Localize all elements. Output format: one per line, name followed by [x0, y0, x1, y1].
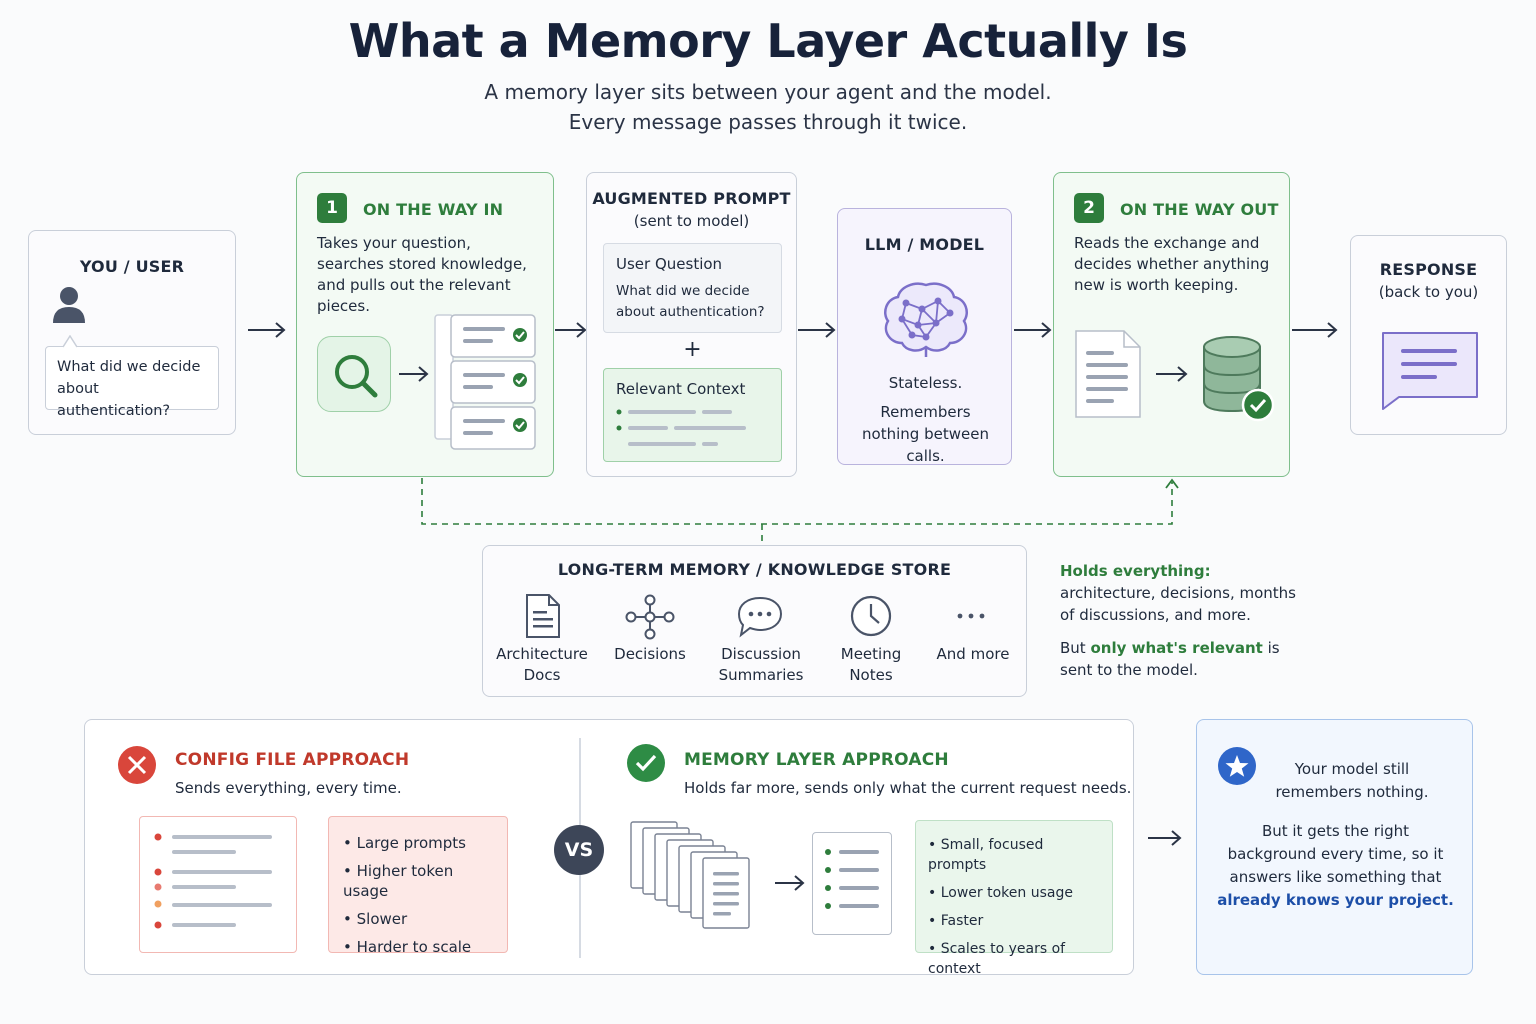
memory-bullet: Scales to years of context	[928, 939, 1100, 979]
store-note-text: architecture, decisions, months of discu…	[1060, 584, 1296, 624]
arrow-right-icon	[775, 875, 805, 891]
user-heading: YOU / USER	[79, 257, 185, 276]
store-note-relevance: But only what's relevant is sent to the …	[1060, 637, 1300, 681]
clock-icon	[850, 595, 892, 637]
config-file-preview	[139, 816, 297, 953]
store-heading: LONG-TERM MEMORY / KNOWLEDGE STORE	[557, 560, 952, 579]
star-icon	[1218, 747, 1256, 785]
relevant-context-box: Relevant Context	[603, 368, 782, 462]
subtitle-line-2: Every message passes through it twice.	[568, 110, 968, 134]
brain-icon	[884, 282, 968, 357]
search-box	[317, 336, 391, 412]
bubble-tail	[62, 335, 78, 348]
vs-badge: VS	[554, 825, 604, 875]
plus-sign: +	[683, 337, 702, 362]
stacked-documents-icon	[630, 821, 750, 929]
page-title: What a Memory Layer Actually Is	[348, 14, 1188, 68]
store-note-but: But	[1060, 639, 1086, 657]
augmented-question-box: User Question What did we decide about a…	[603, 243, 782, 333]
store-item-decisions: Decisions	[614, 645, 686, 663]
arrow-right-icon	[1292, 322, 1338, 338]
config-bullet: Harder to scale	[343, 937, 493, 957]
response-heading: RESPONSE	[1379, 260, 1478, 279]
config-bullet: Higher token usage	[343, 861, 493, 901]
augmented-heading: AUGMENTED PROMPT	[592, 189, 791, 208]
knowledge-store-card: LONG-TERM MEMORY / KNOWLEDGE STORE Archi…	[482, 545, 1027, 697]
store-item-discussion: Discussion Summaries	[718, 645, 804, 684]
store-item-more: And more	[936, 645, 1010, 663]
augmented-question-text: What did we decide about authentication?	[616, 283, 765, 320]
arrow-right-icon	[248, 322, 286, 338]
ellipsis-icon	[957, 613, 985, 619]
augmented-question-label: User Question	[616, 255, 723, 273]
way-in-heading: ON THE WAY IN	[363, 200, 504, 219]
network-icon	[625, 594, 675, 640]
arrow-right-icon	[1148, 830, 1182, 846]
final-line-2: But it gets the right background every t…	[1217, 820, 1454, 912]
relevant-context-label: Relevant Context	[616, 380, 746, 398]
success-check-icon	[627, 744, 665, 782]
config-drawbacks: Large prompts Higher token usage Slower …	[328, 816, 508, 956]
llm-line-1: Stateless.	[888, 374, 963, 392]
chat-response-icon	[1382, 332, 1478, 410]
store-note-heading: Holds everything:	[1060, 562, 1211, 580]
store-note: Holds everything: architecture, decision…	[1060, 560, 1300, 681]
memory-loop-connector	[421, 478, 1179, 544]
way-in-text: Takes your question, searches stored kno…	[317, 234, 527, 315]
way-out-card: 2 ON THE WAY OUT Reads the exchange and …	[1053, 172, 1290, 477]
llm-line-2: Remembers nothing between calls.	[862, 403, 989, 465]
search-icon	[335, 355, 378, 398]
memory-sub: Holds far more, sends only what the curr…	[684, 779, 1132, 797]
comparison-panel: CONFIG FILE APPROACH Sends everything, e…	[84, 719, 1134, 977]
final-line-2-strong: already knows your project.	[1217, 891, 1454, 909]
config-bullet: Large prompts	[343, 833, 493, 853]
user-icon	[53, 287, 85, 323]
store-note-strong: only what's relevant	[1090, 639, 1263, 657]
retrieved-docs-icon	[434, 314, 536, 450]
llm-card: LLM / MODEL Stateless. Remembers nothing…	[837, 208, 1012, 465]
llm-heading: LLM / MODEL	[864, 235, 985, 254]
config-title: CONFIG FILE APPROACH	[175, 750, 410, 770]
augmented-prompt-card: AUGMENTED PROMPT (sent to model) User Qu…	[586, 172, 797, 477]
config-bullet: Slower	[343, 909, 493, 929]
arrow-right-icon	[399, 366, 429, 382]
focused-prompt-doc	[812, 832, 892, 935]
final-line-1: Your model still remembers nothing.	[1275, 760, 1429, 801]
store-item-meeting: Meeting Notes	[840, 645, 902, 684]
memory-title: MEMORY LAYER APPROACH	[684, 750, 949, 770]
response-card: RESPONSE (back to you)	[1350, 235, 1507, 435]
document-icon	[1075, 330, 1141, 418]
arrow-right-icon	[1014, 322, 1052, 338]
document-icon	[526, 594, 560, 638]
chat-icon	[737, 596, 783, 638]
memory-bullet: Faster	[928, 911, 1100, 931]
memory-bullet: Small, focused prompts	[928, 835, 1100, 875]
arrow-right-icon	[555, 322, 587, 338]
way-in-card: 1 ON THE WAY IN Takes your question, sea…	[296, 172, 554, 477]
user-card: YOU / USER What did we decide about auth…	[28, 230, 236, 435]
final-line-2-plain: But it gets the right background every t…	[1227, 822, 1444, 886]
way-out-text: Reads the exchange and decides whether a…	[1074, 234, 1270, 294]
subtitle-line-1: A memory layer sits between your agent a…	[484, 80, 1052, 104]
final-note-card: Your model still remembers nothing. But …	[1196, 719, 1473, 975]
step-one-badge: 1	[317, 193, 347, 223]
database-icon	[1203, 336, 1275, 422]
user-question-bubble: What did we decide about authentication?	[45, 346, 219, 419]
user-question-text: What did we decide about authentication?	[57, 359, 201, 419]
error-x-icon	[118, 746, 156, 784]
response-sub: (back to you)	[1378, 283, 1479, 301]
config-lines-icon	[154, 833, 272, 929]
memory-benefits: Small, focused prompts Lower token usage…	[915, 820, 1113, 977]
context-lines-icon	[616, 409, 746, 446]
step-two-badge: 2	[1074, 193, 1104, 223]
way-out-heading: ON THE WAY OUT	[1120, 200, 1279, 219]
augmented-sub: (sent to model)	[633, 212, 750, 230]
arrow-right-icon	[1156, 366, 1188, 382]
config-sub: Sends everything, every time.	[175, 779, 402, 797]
arrow-right-icon	[798, 322, 836, 338]
store-item-architecture: Architecture Docs	[496, 645, 588, 684]
focused-lines-icon	[825, 849, 879, 909]
store-note-suffix: is sent to the model.	[1060, 639, 1280, 679]
memory-bullet: Lower token usage	[928, 883, 1100, 903]
